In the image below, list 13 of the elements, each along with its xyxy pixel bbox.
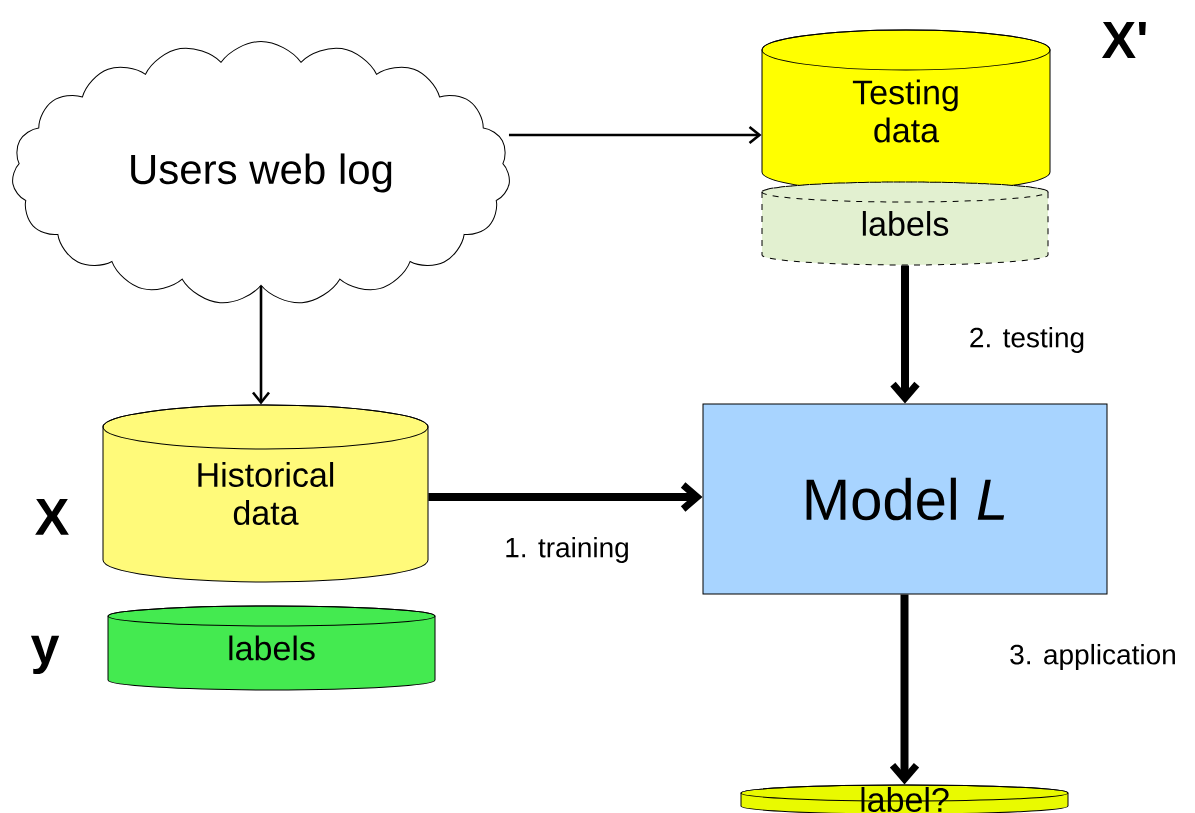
edge-label: 1. training [506, 536, 628, 564]
database-cylinder: Testing data [761, 29, 1051, 193]
variable-label: X [35, 499, 69, 535]
edge-label: 2. testing [970, 326, 1084, 354]
variable-label: X' [1101, 22, 1146, 58]
variable-label: y [30, 635, 60, 675]
model-box: Model L [702, 403, 1108, 595]
database-cylinder: labels [761, 181, 1049, 266]
database-cylinder: labels [107, 605, 436, 691]
database-cylinder: Historical data [102, 404, 429, 583]
database-cylinder: label? [740, 784, 1069, 813]
arrow [508, 125, 762, 144]
edge-label: 3. application [1010, 643, 1175, 671]
